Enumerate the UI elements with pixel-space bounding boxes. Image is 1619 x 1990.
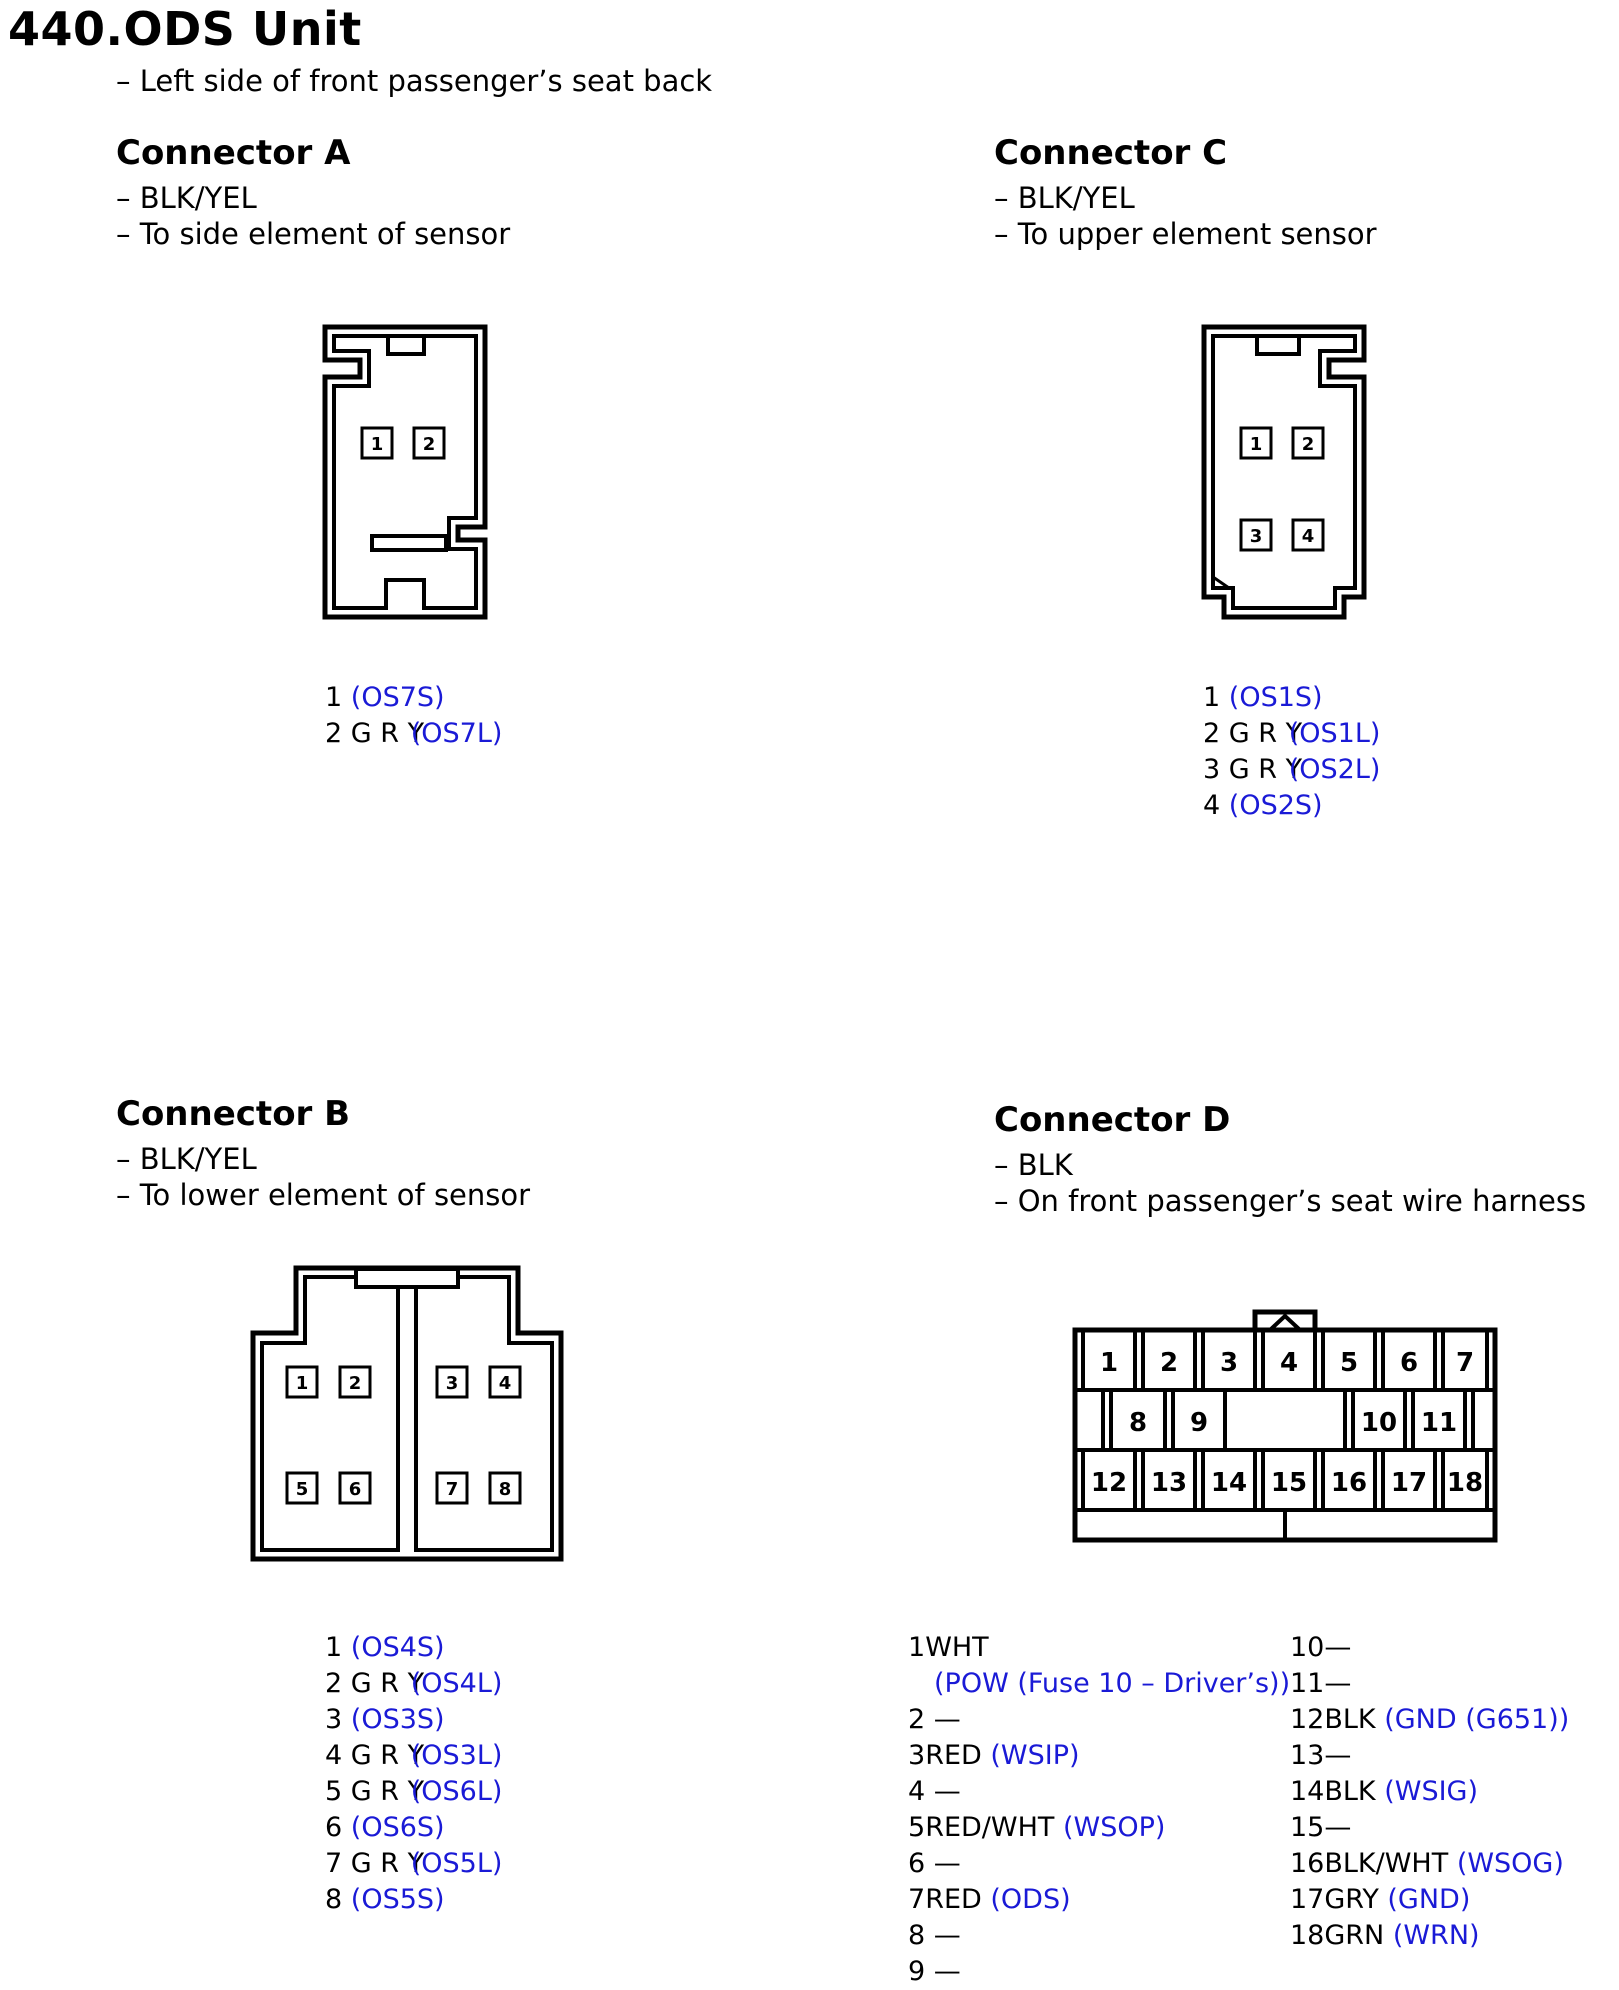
cavity-label: 15 [1271,1468,1307,1498]
cavity-label: 2 [1160,1348,1178,1378]
cavity-label: 2 [1302,434,1315,455]
cavity-label: 9 [1190,1408,1208,1438]
pin-row: 4 (OS2S) [1203,790,1323,821]
connector-d-pin-list-right: 10— 11— 12BLK (GND (G651)) 13— 14BLK (WS… [1290,1630,1569,1954]
pin-row: 2 G R Y (OS4L) [325,1668,503,1699]
cavity-label: 3 [1220,1348,1238,1378]
pin-row: 7 G R Y (OS5L) [325,1848,503,1879]
pin-row: 3 (OS3S) [325,1704,445,1735]
connector-c-diagram: 1 2 3 4 [1201,324,1367,620]
connector-a-pin-list: 1 (OS7S) 2 G R Y (OS7L) [325,680,502,752]
connector-d-description: – BLK – On front passenger’s seat wire h… [994,1147,1586,1219]
cavity-label: 16 [1331,1468,1367,1498]
cavity-label: 8 [1129,1408,1147,1438]
connector-d-diagram: 1 2 3 4 5 6 7 8 9 10 11 12 13 14 15 16 1… [1072,1309,1498,1543]
connector-b-pin-list: 1 (OS4S) 2 G R Y (OS4L) 3 (OS3S) 4 G R Y… [325,1630,502,1918]
connector-a-color: – BLK/YEL [116,181,257,215]
cavity-label: 12 [1091,1468,1127,1498]
connector-b-description: – BLK/YEL – To lower element of sensor [116,1141,530,1213]
connector-c-note: – To upper element sensor [994,217,1377,251]
cavity-label: 13 [1151,1468,1187,1498]
connector-b-diagram: 1 2 3 4 5 6 7 8 [250,1265,564,1562]
cavity-label: 7 [446,1479,459,1500]
pin-row: 5 G R Y (OS6L) [325,1776,503,1807]
pin-row: 12BLK (GND (G651)) [1290,1704,1570,1735]
cavity-label: 4 [1302,526,1315,547]
cavity-label: 18 [1447,1468,1483,1498]
cavity-label: 5 [1340,1348,1358,1378]
pin-row: 13— [1290,1740,1352,1771]
pin-row: 6 (OS6S) [325,1812,445,1843]
pin-row: 4 G R Y (OS3L) [325,1740,503,1771]
cavity-label: 8 [499,1479,512,1500]
pin-row: (POW (Fuse 10 – Driver’s)) [934,1668,1291,1699]
connector-c-cavities: 1 2 3 4 [1239,426,1325,552]
pin-row: 18GRN (WRN) [1290,1920,1480,1951]
connector-b-cavities: 1 2 3 4 5 6 7 8 [285,1365,522,1505]
cavity-label: 6 [1400,1348,1418,1378]
connector-b-note: – To lower element of sensor [116,1178,531,1212]
pin-row: 14BLK (WSIG) [1290,1776,1479,1807]
cavity-label: 4 [1280,1348,1298,1378]
cavity-label: 1 [1250,434,1263,455]
pin-row: 17GRY (GND) [1290,1884,1471,1915]
cavity-label: 2 [349,1373,362,1394]
pin-row: 1 (OS7S) [325,682,445,713]
connector-d-cavities: 1 2 3 4 5 6 7 8 9 10 11 12 13 14 15 16 1… [1091,1348,1483,1498]
cavity-label: 1 [371,434,384,455]
pin-row: 11— [1290,1668,1352,1699]
cavity-label: 1 [1100,1348,1118,1378]
connector-a-heading: Connector A [116,133,351,173]
connector-a-note: – To side element of sensor [116,217,511,251]
connector-b-color: – BLK/YEL [116,1142,257,1176]
connector-d-heading: Connector D [994,1100,1231,1140]
cavity-label: 7 [1456,1348,1474,1378]
pin-row: 5RED/WHT (WSOP) [908,1812,1166,1843]
pin-row: 15— [1290,1812,1352,1843]
pin-row: 3RED (WSIP) [908,1740,1080,1771]
cavity-label: 3 [446,1373,459,1394]
pin-row: 8 (OS5S) [325,1884,445,1915]
cavity-label: 11 [1421,1408,1457,1438]
pin-row: 1 (OS1S) [1203,682,1323,713]
connector-c-color: – BLK/YEL [994,181,1135,215]
connector-c-pin-list: 1 (OS1S) 2 G R Y (OS1L) 3 G R Y (OS2L) 4… [1203,680,1380,824]
cavity-label: 5 [296,1479,309,1500]
connector-a-description: – BLK/YEL – To side element of sensor [116,180,510,252]
unit-location: – Left side of front passenger’s seat ba… [116,64,713,98]
pin-row: 6 — [908,1848,961,1879]
pin-row: 2 G R Y (OS7L) [325,718,503,749]
pin-row: 8 — [908,1920,961,1951]
connector-c-heading: Connector C [994,133,1228,173]
pin-row: 2 G R Y (OS1L) [1203,718,1381,749]
pin-row: 1WHT [908,1632,989,1663]
connector-a-cavities: 1 2 [360,426,446,460]
cavity-label: 6 [349,1479,362,1500]
cavity-label: 2 [423,434,436,455]
connector-a-diagram: 1 2 [322,324,488,620]
page-title: 440.ODS Unit [8,2,362,56]
pin-row: 1 (OS4S) [325,1632,445,1663]
pin-row: 16BLK/WHT (WSOG) [1290,1848,1564,1879]
pin-row: 10— [1290,1632,1352,1663]
connector-d-note: – On front passenger’s seat wire harness [994,1184,1587,1218]
cavity-label: 3 [1250,526,1263,547]
connector-d-pin-list-left: 1WHT (POW (Fuse 10 – Driver’s)) 2 — 3RED… [908,1630,1290,1990]
pin-row: 7RED (ODS) [908,1884,1071,1915]
pin-row: 3 G R Y (OS2L) [1203,754,1381,785]
cavity-label: 17 [1391,1468,1427,1498]
cavity-label: 10 [1361,1408,1397,1438]
connector-d-color: – BLK [994,1148,1073,1182]
connector-b-heading: Connector B [116,1094,351,1134]
pin-row: 9 — [908,1956,961,1987]
pin-row: 2 — [908,1704,961,1735]
cavity-label: 1 [296,1373,309,1394]
cavity-label: 14 [1211,1468,1247,1498]
connector-c-description: – BLK/YEL – To upper element sensor [994,180,1377,252]
cavity-label: 4 [499,1373,512,1394]
pin-row: 4 — [908,1776,961,1807]
